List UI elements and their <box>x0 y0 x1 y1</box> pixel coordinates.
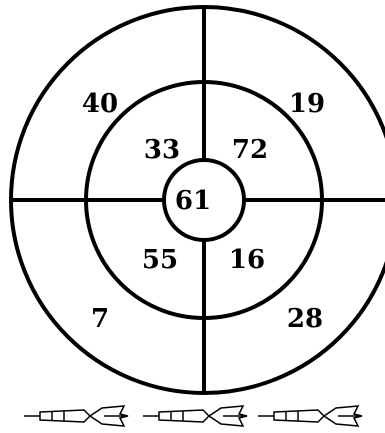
score-inner-top-left: 33 <box>144 135 180 165</box>
score-outer-bottom-left: 7 <box>91 304 109 334</box>
score-outer-top-right: 19 <box>289 89 325 119</box>
dart-icon <box>24 406 128 426</box>
score-center: 61 <box>175 186 211 216</box>
score-outer-top-left: 40 <box>82 89 118 119</box>
score-outer-bottom-right: 28 <box>287 304 323 334</box>
score-inner-bottom-right: 16 <box>229 245 265 275</box>
dart-icon <box>143 406 247 426</box>
dart-icon <box>258 406 362 426</box>
score-inner-top-right: 72 <box>232 135 268 165</box>
score-inner-bottom-left: 55 <box>142 245 178 275</box>
